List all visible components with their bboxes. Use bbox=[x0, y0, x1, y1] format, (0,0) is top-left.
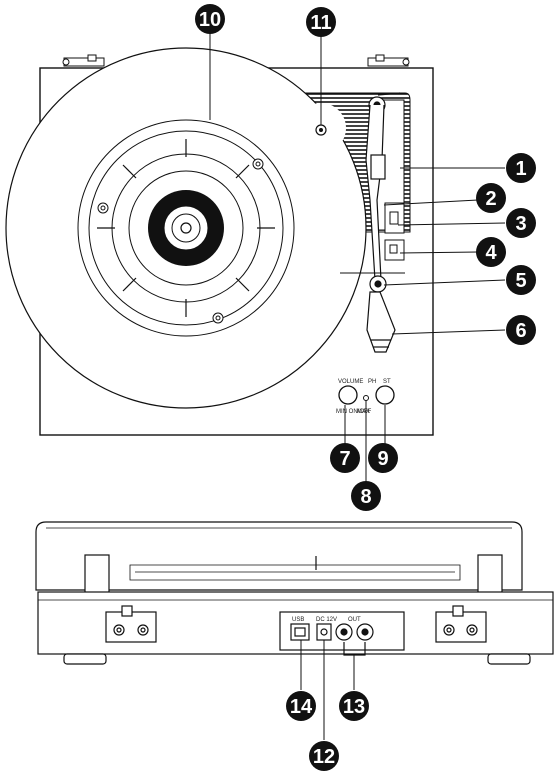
dc-label: DC 12V bbox=[316, 617, 337, 623]
callout-12: 12 bbox=[309, 741, 339, 771]
callout-11: 11 bbox=[306, 7, 336, 37]
callout-9: 9 bbox=[368, 443, 398, 473]
svg-text:4: 4 bbox=[485, 242, 497, 264]
usb-label: USB bbox=[292, 617, 304, 623]
svg-text:2: 2 bbox=[485, 188, 496, 210]
svg-text:7: 7 bbox=[339, 448, 350, 470]
volume-label: VOLUME bbox=[338, 379, 363, 385]
svg-text:6: 6 bbox=[515, 320, 526, 342]
callout-13: 13 bbox=[339, 691, 369, 721]
svg-text:12: 12 bbox=[313, 746, 335, 768]
bracket-left bbox=[105, 605, 157, 643]
svg-text:11: 11 bbox=[310, 12, 331, 34]
callout-1: 1 bbox=[506, 153, 536, 183]
svg-text:9: 9 bbox=[377, 448, 388, 470]
bracket-right bbox=[435, 605, 487, 643]
volume-knob bbox=[338, 385, 358, 405]
spindle bbox=[180, 222, 192, 234]
callout-10: 10 bbox=[195, 4, 225, 34]
callout-14: 14 bbox=[286, 691, 316, 721]
callout-3: 3 bbox=[506, 208, 536, 238]
foot-right bbox=[487, 653, 531, 665]
arm-rest bbox=[384, 202, 405, 261]
svg-text:10: 10 bbox=[199, 9, 221, 31]
cartridge bbox=[366, 291, 396, 353]
top-view: VOLUME MIN ON/OFF MAX PH ST bbox=[5, 30, 506, 485]
svg-text:5: 5 bbox=[515, 270, 526, 292]
hinge-left bbox=[62, 54, 105, 67]
indicator-led bbox=[363, 395, 369, 401]
svg-text:14: 14 bbox=[290, 696, 313, 718]
ph-label: PH bbox=[368, 379, 376, 385]
callout-6: 6 bbox=[506, 315, 536, 345]
callout-4: 4 bbox=[476, 237, 506, 267]
st-label: ST bbox=[383, 379, 391, 385]
hinge-right bbox=[367, 54, 410, 67]
callout-5: 5 bbox=[506, 265, 536, 295]
leader-lines-top bbox=[209, 30, 506, 485]
svg-text:3: 3 bbox=[515, 213, 526, 235]
tonearm bbox=[365, 92, 401, 293]
mat-screws bbox=[97, 158, 264, 324]
callout-8: 8 bbox=[351, 481, 381, 511]
max-label: MAX bbox=[357, 409, 370, 415]
min-onoff-label: MIN ON/OFF bbox=[336, 409, 372, 415]
back-view bbox=[35, 521, 554, 740]
svg-text:1: 1 bbox=[515, 158, 526, 180]
svg-text:13: 13 bbox=[343, 696, 365, 718]
foot-left bbox=[63, 653, 107, 665]
svg-text:8: 8 bbox=[360, 486, 371, 508]
back-hinge-left bbox=[84, 554, 110, 596]
callouts: 10 11 1 2 3 4 5 6 7 9 8 14 13 12 bbox=[195, 4, 536, 771]
ph-st-knob bbox=[375, 385, 395, 405]
back-hinge-right bbox=[477, 554, 503, 596]
callout-2: 2 bbox=[476, 183, 506, 213]
mat-spokes bbox=[97, 139, 275, 317]
callout-7: 7 bbox=[330, 443, 360, 473]
out-label: OUT bbox=[348, 617, 361, 623]
